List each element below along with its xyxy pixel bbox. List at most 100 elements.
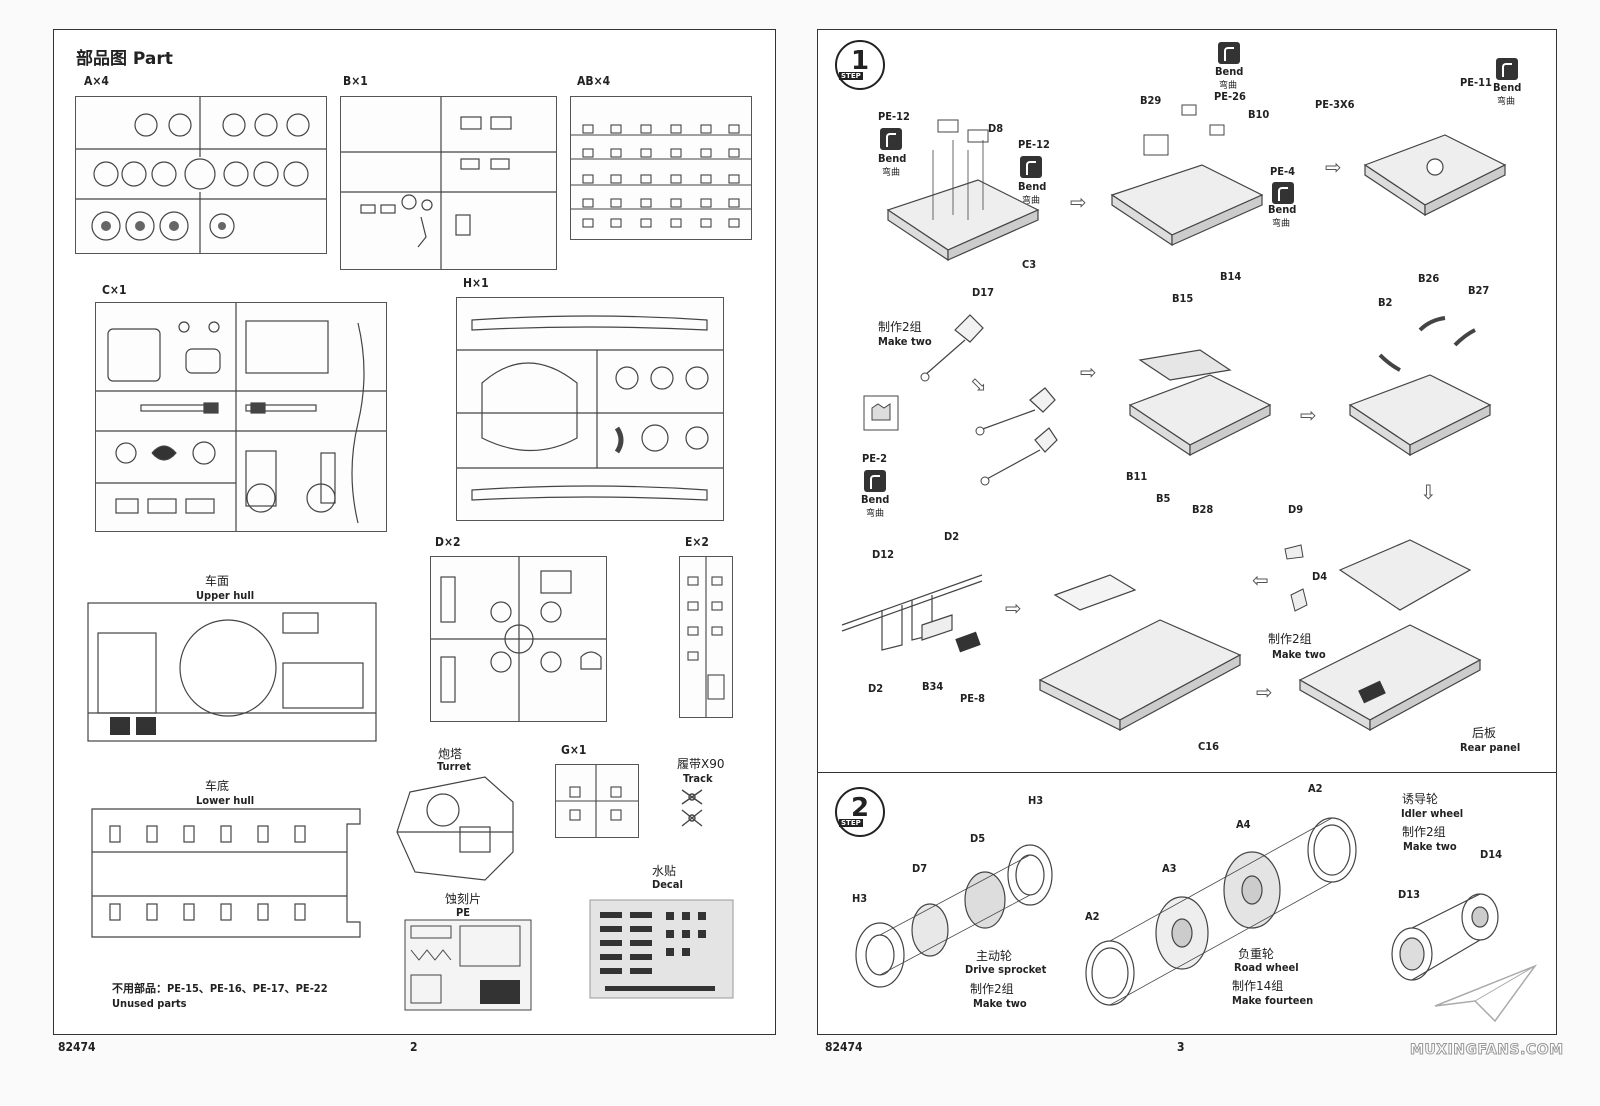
label-d2-b: D2 xyxy=(868,682,884,695)
step1-hull-e xyxy=(1348,316,1492,457)
label-a2-a: A2 xyxy=(1308,782,1323,795)
label-pe-26: PE-26 xyxy=(1214,90,1246,103)
right-page: 1 STEP PE-12 Bend 弯曲 D8 PE-12 Bend 弯曲 C3… xyxy=(800,0,1600,1106)
idler-wheel-en: Idler wheel xyxy=(1401,807,1464,820)
label-d5: D5 xyxy=(970,832,986,845)
sprue-e xyxy=(679,556,733,718)
label-pe-12-a: PE-12 xyxy=(878,110,910,123)
sprue-c xyxy=(95,302,387,532)
label-d14: D14 xyxy=(1480,848,1502,861)
pe-2-detail xyxy=(863,395,899,431)
bend-en-6: Bend xyxy=(861,493,890,506)
sprue-g-label: G×1 xyxy=(561,743,587,757)
label-h3-a: H3 xyxy=(1028,794,1044,807)
sprue-c-drawing xyxy=(96,303,386,531)
turret-cn: 炮塔 xyxy=(438,747,463,761)
bend-icon-6 xyxy=(864,470,886,492)
label-d8: D8 xyxy=(988,122,1004,135)
bend-cn-1: 弯曲 xyxy=(882,168,901,178)
bend-icon-3 xyxy=(1218,42,1240,64)
label-pe-12-b: PE-12 xyxy=(1018,138,1050,151)
label-d12: D12 xyxy=(872,548,894,561)
step1-rack xyxy=(841,574,983,653)
watermark-text: MUXINGFANS.COM xyxy=(1410,1042,1564,1059)
step1-hull-d xyxy=(1128,349,1272,457)
label-a2-b: A2 xyxy=(1085,910,1100,923)
label-a3: A3 xyxy=(1162,862,1177,875)
turret-drawing xyxy=(396,776,514,881)
pe-cn: 蚀刻片 xyxy=(445,892,482,906)
step1-hull-c xyxy=(1363,134,1507,217)
sprue-a-label: A×4 xyxy=(84,74,109,88)
label-b28: B28 xyxy=(1192,503,1214,516)
sprue-h-label: H×1 xyxy=(463,276,489,290)
arrow-left-1: ⇦ xyxy=(1252,568,1269,592)
step1-hull-b xyxy=(1110,104,1264,247)
make-two-cn-2: 制作2组 xyxy=(1268,632,1312,646)
label-b27: B27 xyxy=(1468,284,1490,297)
drive-sprocket-drawing xyxy=(855,844,1053,988)
sprue-h-drawing xyxy=(457,315,723,501)
step-2-label: STEP xyxy=(839,819,863,827)
label-b11: B11 xyxy=(1126,470,1148,483)
label-b10: B10 xyxy=(1248,108,1270,121)
step1-hull-a xyxy=(886,119,1040,262)
pe-fret xyxy=(404,919,532,1011)
unused-parts-en: Unused parts xyxy=(112,997,187,1010)
page-number-left: 2 xyxy=(410,1040,418,1054)
upper-hull-cn: 车面 xyxy=(205,574,230,588)
bend-en-5: Bend xyxy=(1493,81,1522,94)
road-wheel-en: Road wheel xyxy=(1234,961,1299,974)
step-separator xyxy=(818,772,1556,773)
track-cn: 履带X90 xyxy=(677,757,725,771)
sprue-h xyxy=(456,297,724,521)
watermark-logo-icon xyxy=(1434,964,1538,1023)
unused-parts-cn: 不用部品：PE-15、PE-16、PE-17、PE-22 xyxy=(112,982,328,995)
lower-hull-drawing xyxy=(91,808,361,938)
drive-sprocket-cn: 主动轮 xyxy=(976,949,1013,963)
label-b15: B15 xyxy=(1172,292,1194,305)
product-code-right: 82474 xyxy=(825,1040,863,1054)
sprue-c-label: C×1 xyxy=(102,283,127,297)
sprue-b-label: B×1 xyxy=(343,74,368,88)
sprue-e-label: E×2 xyxy=(685,535,709,549)
label-b5: B5 xyxy=(1156,492,1171,505)
rear-panel-cn: 后板 xyxy=(1472,726,1497,740)
road-wheel-cn: 负重轮 xyxy=(1238,947,1275,961)
page-number-right: 3 xyxy=(1177,1040,1185,1054)
label-a4: A4 xyxy=(1236,818,1251,831)
idler-wheel-make-cn: 制作2组 xyxy=(1402,825,1446,839)
bend-icon-1 xyxy=(880,128,902,150)
drive-sprocket-en: Drive sprocket xyxy=(965,963,1047,976)
sprue-ab xyxy=(570,96,752,240)
sprue-ab-label: AB×4 xyxy=(577,74,611,88)
sprue-g xyxy=(555,764,639,838)
step-1-badge: 1 STEP xyxy=(835,40,885,90)
bend-cn-5: 弯曲 xyxy=(1497,97,1516,107)
step-2-badge: 2 STEP xyxy=(835,787,885,837)
road-wheel-make-cn: 制作14组 xyxy=(1232,979,1284,993)
label-b34: B34 xyxy=(922,680,944,693)
bend-en-1: Bend xyxy=(878,152,907,165)
sprue-e-drawing xyxy=(687,557,725,717)
step-2-number: 2 xyxy=(850,793,870,823)
lower-hull-cn: 车底 xyxy=(205,779,230,793)
sprue-d xyxy=(430,556,607,722)
label-c3: C3 xyxy=(1022,258,1037,271)
label-d17: D17 xyxy=(972,286,994,299)
idler-wheel-make-en: Make two xyxy=(1403,840,1457,853)
arrow-down-1: ⇩ xyxy=(1420,480,1437,504)
label-b26: B26 xyxy=(1418,272,1440,285)
label-pe-3x6: PE-3X6 xyxy=(1315,98,1355,111)
turret-en: Turret xyxy=(437,760,471,773)
step1-bracket xyxy=(1284,544,1308,612)
left-page: 部品图 Part A×4 B×1 xyxy=(53,29,776,1054)
bend-icon-2 xyxy=(1020,156,1042,178)
label-pe-8: PE-8 xyxy=(960,692,986,705)
sprue-a-drawing xyxy=(76,97,326,253)
drive-sprocket-make-cn: 制作2组 xyxy=(970,982,1014,996)
bend-cn-2: 弯曲 xyxy=(1022,196,1041,206)
label-pe-4: PE-4 xyxy=(1270,165,1296,178)
bend-en-2: Bend xyxy=(1018,180,1047,193)
step1-shovels xyxy=(920,314,1058,486)
